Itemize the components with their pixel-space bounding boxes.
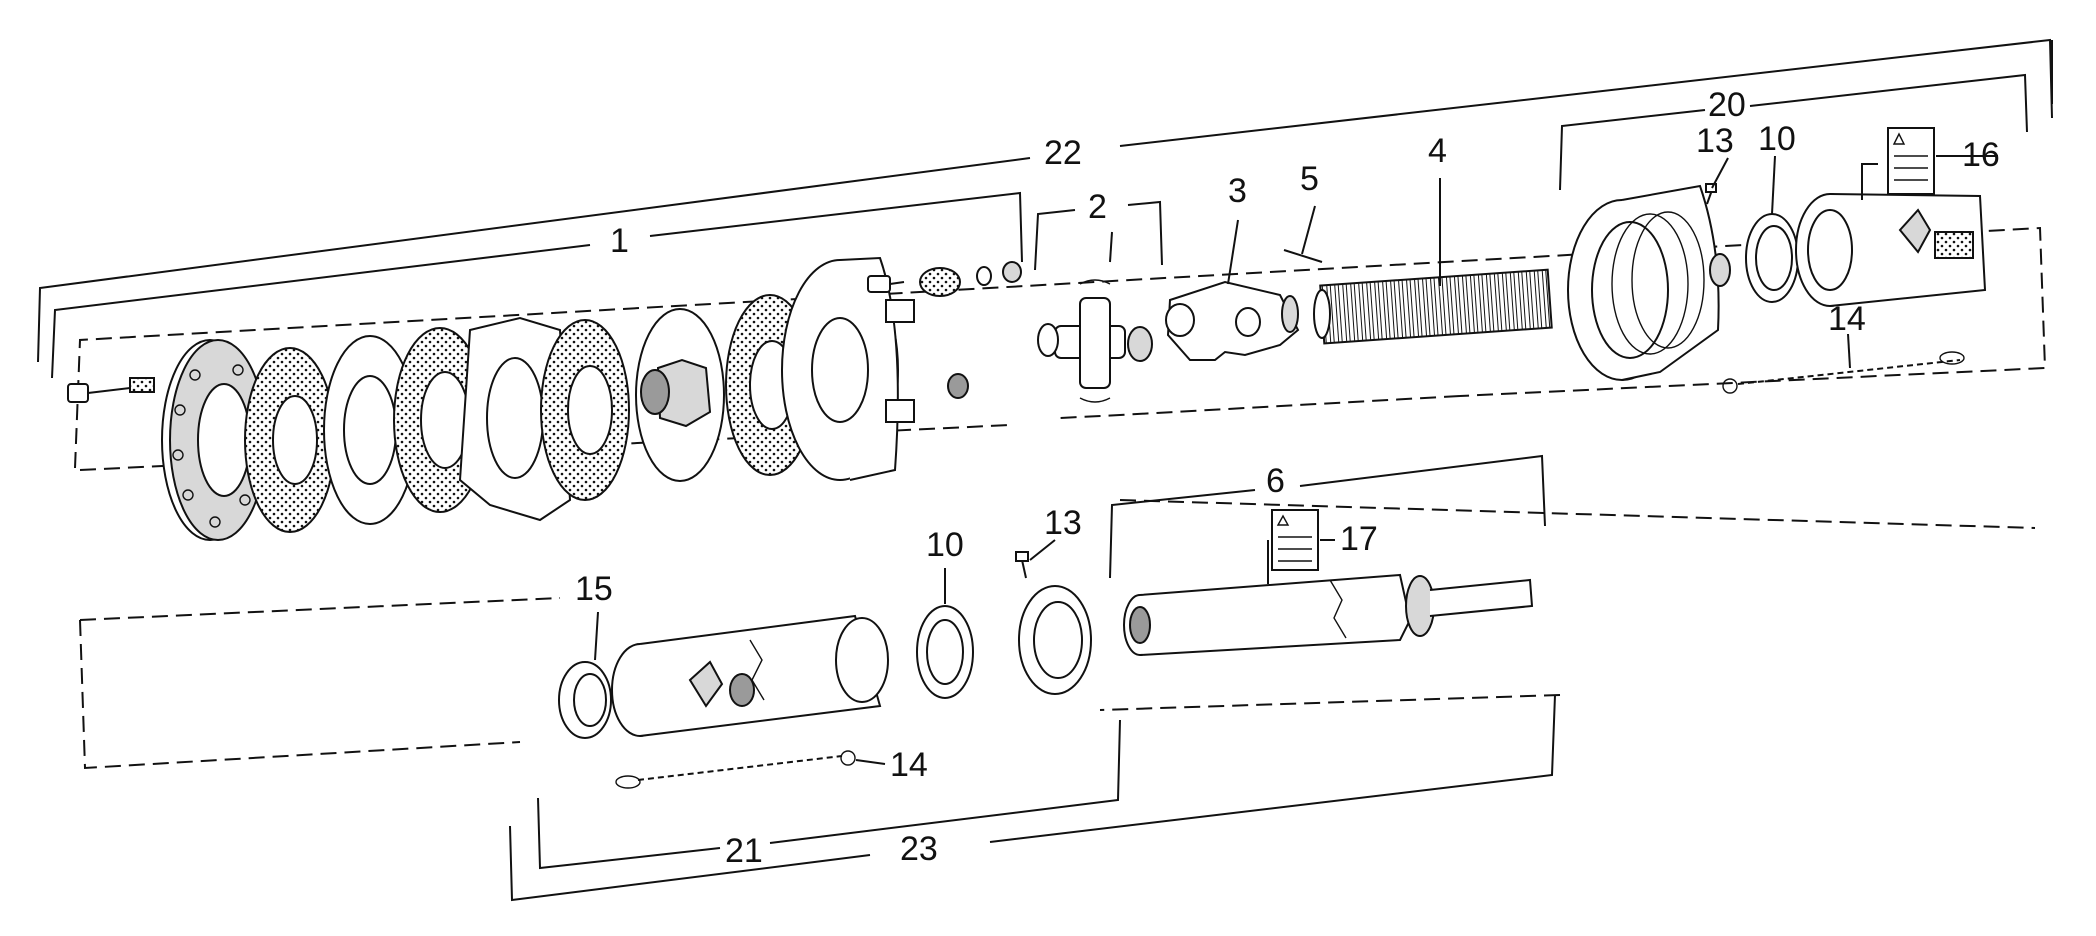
safety-chain	[1722, 351, 1965, 394]
callout-21: 21	[725, 832, 763, 870]
pressure-plate	[458, 316, 572, 522]
inner-yoke	[1165, 280, 1300, 361]
callout-1: 1	[610, 222, 629, 260]
callout-13-lower: 13	[1044, 504, 1082, 542]
bracket-21	[537, 719, 1121, 870]
clutch-hub-flange	[161, 339, 267, 541]
bearing-ring	[1745, 213, 1799, 303]
callout-15: 15	[575, 570, 613, 608]
bracket-22	[37, 38, 2053, 363]
friction-disc	[244, 347, 336, 533]
safety-chain	[615, 750, 856, 789]
bracket-2	[1034, 200, 1163, 271]
leader-lines	[594, 155, 1998, 765]
bracket-1	[51, 191, 1023, 379]
safety-decal-icon	[1271, 509, 1319, 571]
guard-cone	[1567, 184, 1731, 381]
callout-23: 23	[900, 830, 938, 868]
bolt-spring-nut-set	[867, 261, 1022, 399]
callout-10-lower: 10	[926, 526, 964, 564]
callout-10-upper: 10	[1758, 120, 1796, 158]
screw	[1705, 183, 1717, 205]
callout-22: 22	[1044, 134, 1082, 172]
clutch-bolt	[67, 377, 155, 403]
lower-assembly-envelope	[79, 499, 2036, 770]
callout-16: 16	[1962, 136, 2000, 174]
cross-journal	[1037, 279, 1153, 403]
clutch-housing	[781, 256, 915, 481]
bearing-housing	[1018, 585, 1092, 695]
bracket-23	[509, 694, 1556, 902]
inner-profile-tube	[1313, 268, 1553, 345]
spring-pin	[1283, 249, 1323, 263]
screw	[1015, 551, 1029, 579]
callout-2: 2	[1088, 188, 1107, 226]
safety-decal-icon	[1887, 127, 1935, 195]
callout-13-upper: 13	[1696, 122, 1734, 160]
bearing-ring	[916, 605, 974, 699]
bracket-6	[1109, 454, 1546, 579]
steel-plate	[323, 335, 417, 525]
outer-profile-tube	[1123, 573, 1534, 656]
callout-14-lower: 14	[890, 746, 928, 784]
clutch-hub	[635, 308, 725, 482]
callout-6: 6	[1266, 462, 1285, 500]
end-cap	[558, 661, 612, 739]
callout-4: 4	[1428, 132, 1447, 170]
guard-tube	[611, 614, 889, 737]
callout-3: 3	[1228, 172, 1247, 210]
callout-17: 17	[1340, 520, 1378, 558]
friction-disc	[540, 319, 630, 501]
guard-tube	[1795, 193, 1987, 307]
bracket-20	[1559, 73, 2028, 191]
callout-14-upper: 14	[1828, 300, 1866, 338]
callout-20: 20	[1708, 86, 1746, 124]
callout-5: 5	[1300, 160, 1319, 198]
